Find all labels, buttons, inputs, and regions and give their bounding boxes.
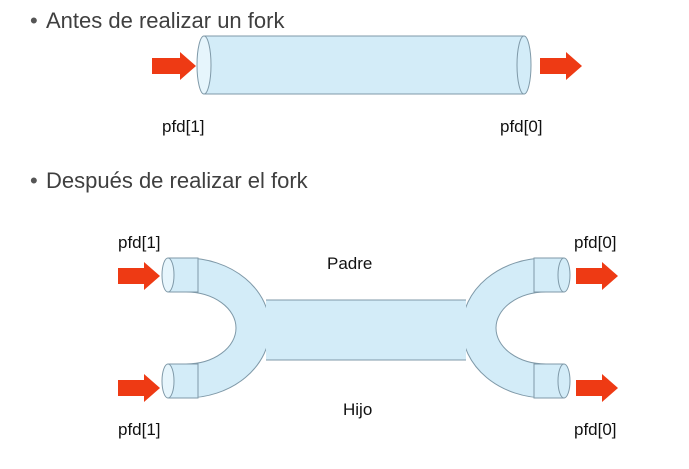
right-u-bend — [461, 257, 547, 399]
left-u-bend — [185, 257, 271, 399]
arrow-out-child — [576, 374, 618, 402]
right-bottom-stub-end — [557, 363, 571, 399]
label-parent-read-end: pfd[0] — [574, 233, 617, 252]
left-top-stub-end — [161, 257, 175, 293]
label-top-read-end: pfd[0] — [500, 117, 543, 136]
arrow-in-top — [152, 52, 196, 80]
right-top-stub-end — [557, 257, 571, 293]
bullet-after-fork: • Después de realizar el fork — [30, 168, 308, 194]
arrow-out-top — [540, 52, 582, 80]
arrow-out-parent — [576, 262, 618, 290]
bullet-after-text: Después de realizar el fork — [46, 168, 308, 193]
pipe-body — [203, 35, 525, 95]
label-top-write-end: pfd[1] — [162, 117, 205, 136]
arrow-in-child — [118, 374, 160, 402]
middle-pipe — [266, 300, 466, 360]
bullet-dot: • — [30, 8, 38, 33]
label-child-write-end: pfd[1] — [118, 420, 161, 439]
arrow-in-parent — [118, 262, 160, 290]
left-bottom-stub-end — [161, 363, 175, 399]
pipe-end-right — [516, 35, 532, 95]
label-child-read-end: pfd[0] — [574, 420, 617, 439]
bullet-before-fork: • Antes de realizar un fork — [30, 8, 284, 34]
bullet-dot: • — [30, 168, 38, 193]
label-child: Hijo — [343, 400, 373, 419]
pipe-before-fork — [196, 35, 532, 95]
label-parent: Padre — [327, 254, 373, 273]
pipe-end-left — [196, 35, 212, 95]
label-parent-write-end: pfd[1] — [118, 233, 161, 252]
pipe-after-fork — [161, 257, 571, 399]
bullet-before-text: Antes de realizar un fork — [46, 8, 285, 33]
